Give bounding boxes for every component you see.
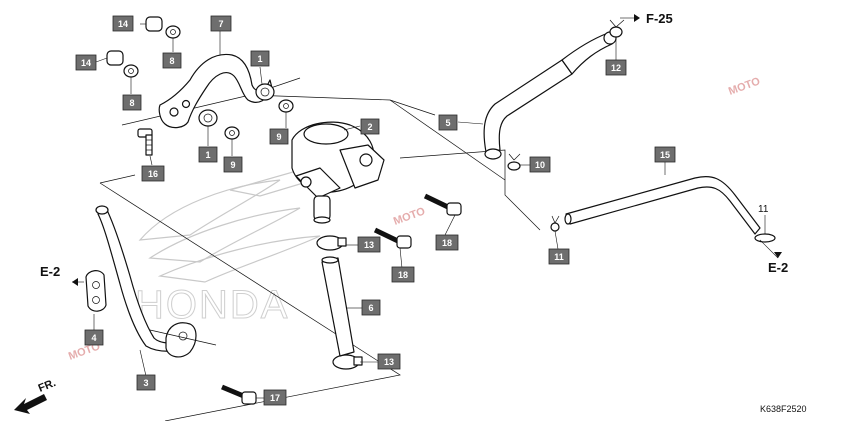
svg-text:17: 17 — [270, 393, 280, 403]
callout-11: 11 — [548, 248, 570, 265]
svg-text:5: 5 — [445, 118, 450, 128]
svg-text:F-25: F-25 — [646, 11, 673, 26]
bolt-18 — [373, 227, 412, 249]
svg-text:3: 3 — [143, 378, 148, 388]
callout-18: 18 — [435, 234, 459, 251]
svg-text:9: 9 — [230, 160, 235, 170]
clip-10 — [507, 153, 521, 171]
callout-6: 6 — [361, 299, 381, 316]
svg-text:FR.: FR. — [37, 377, 58, 395]
svg-text:E-2: E-2 — [40, 264, 60, 279]
pipe-3 — [95, 205, 217, 358]
clip-11 — [550, 215, 560, 232]
svg-text:1: 1 — [257, 54, 262, 64]
callout-13: 13 — [357, 236, 381, 253]
bolt-17 — [221, 384, 257, 405]
watermark-text: HONDA — [135, 283, 289, 327]
svg-text:12: 12 — [611, 63, 621, 73]
front-arrow-icon: FR. — [14, 377, 58, 414]
honda-wing-watermark: HONDA — [135, 169, 331, 328]
callout-4: 4 — [84, 329, 104, 346]
svg-text:7: 7 — [218, 19, 223, 29]
hose-clamp — [316, 235, 347, 251]
svg-text:14: 14 — [118, 19, 128, 29]
svg-text:14: 14 — [81, 58, 91, 68]
svg-text:13: 13 — [364, 240, 374, 250]
callout-3: 3 — [136, 374, 156, 391]
callout-5: 5 — [438, 114, 458, 131]
callout-13: 13 — [377, 353, 401, 370]
svg-text:2: 2 — [367, 122, 372, 132]
callout-1: 1 — [198, 146, 218, 163]
callout-14: 14 — [75, 54, 97, 71]
svg-text:1: 1 — [205, 150, 210, 160]
svg-text:15: 15 — [660, 150, 670, 160]
label-11: 11 — [758, 204, 769, 215]
callout-1: 1 — [250, 50, 270, 67]
air-injection-valve — [291, 121, 385, 224]
reference-e2-right: E-2 — [768, 252, 788, 275]
nut-washer-set — [106, 16, 294, 140]
clip-12 — [609, 19, 625, 38]
svg-text:11: 11 — [554, 252, 564, 262]
svg-text:8: 8 — [169, 56, 174, 66]
svg-text:18: 18 — [442, 238, 452, 248]
bolt — [137, 128, 153, 156]
svg-text:13: 13 — [384, 357, 394, 367]
callout-8: 8 — [162, 52, 182, 69]
svg-text:4: 4 — [91, 333, 96, 343]
gasket-4 — [85, 270, 107, 312]
svg-text:9: 9 — [276, 132, 281, 142]
bracket — [158, 53, 273, 129]
callout-7: 7 — [210, 15, 232, 32]
reference-f25: F-25 — [620, 11, 673, 26]
callout-2: 2 — [360, 118, 380, 135]
gasket-11 — [754, 233, 776, 243]
site-mark: MOTO — [727, 75, 762, 98]
svg-text:6: 6 — [368, 303, 373, 313]
figure-code: K638F2520 — [760, 404, 807, 414]
callout-10: 10 — [529, 156, 551, 173]
svg-text:10: 10 — [535, 160, 545, 170]
callout-8: 8 — [122, 94, 142, 111]
svg-text:8: 8 — [129, 98, 134, 108]
site-mark: MOTO — [392, 205, 427, 228]
callout-17: 17 — [263, 389, 287, 406]
svg-text:18: 18 — [398, 270, 408, 280]
hose-clamp — [332, 354, 363, 370]
callout-12: 12 — [605, 59, 627, 76]
callout-18: 18 — [391, 266, 415, 283]
reference-e2-left: E-2 — [40, 264, 78, 286]
svg-text:E-2: E-2 — [768, 260, 788, 275]
callout-15: 15 — [654, 146, 676, 163]
hose-5 — [483, 31, 617, 160]
hose-6 — [321, 256, 355, 357]
leader-lines — [72, 23, 779, 399]
callout-16: 16 — [141, 165, 165, 182]
callout-9: 9 — [223, 156, 243, 173]
pipe-15 — [564, 175, 761, 235]
bolt-18 — [423, 193, 462, 216]
callout-14: 14 — [112, 15, 134, 32]
svg-text:16: 16 — [148, 169, 158, 179]
callout-9: 9 — [269, 128, 289, 145]
